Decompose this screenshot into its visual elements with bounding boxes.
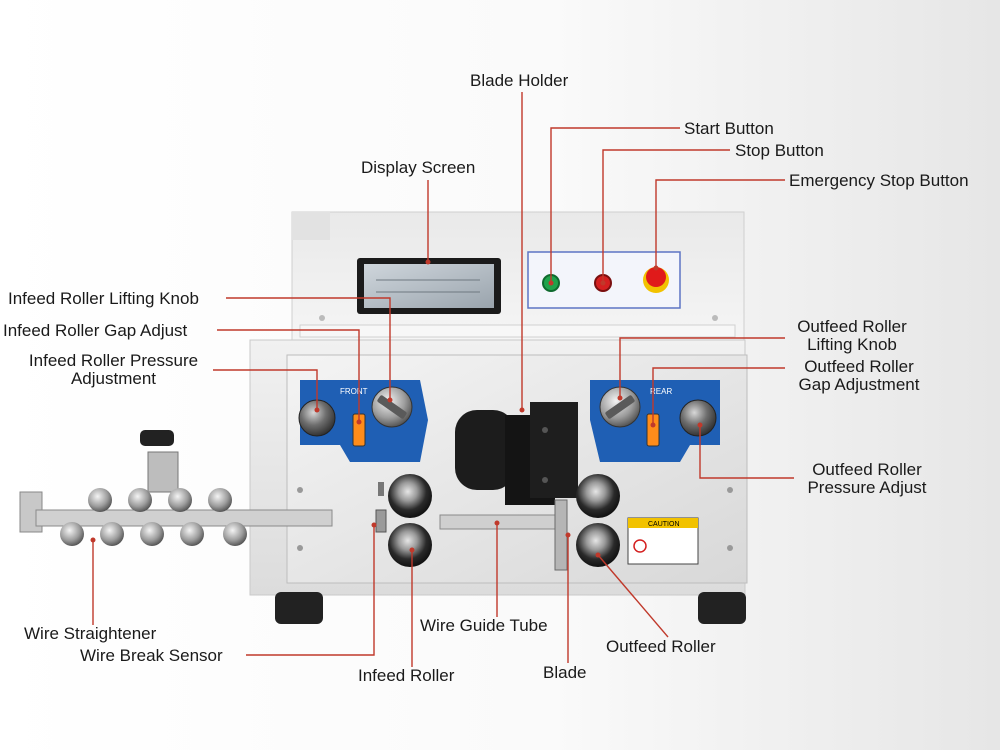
outfeed-pressure-knob[interactable] <box>679 399 717 437</box>
wire-straightener <box>19 430 333 546</box>
label-outfeed-lifting-line1: Outfeed Roller <box>797 317 907 336</box>
caution-label-text: CAUTION <box>648 521 680 528</box>
display-screen[interactable] <box>357 258 501 314</box>
emergency-stop-button[interactable] <box>643 267 669 293</box>
wire-guide-tube <box>439 514 561 530</box>
label-start-button: Start Button <box>684 119 774 138</box>
label-wire-break-sensor: Wire Break Sensor <box>80 646 223 665</box>
label-outfeed-gap-line2: Gap Adjustment <box>798 375 920 394</box>
label-wire-guide-tube: Wire Guide Tube <box>420 616 548 635</box>
blade-motor <box>455 410 515 490</box>
panel-label-front: FRONT <box>340 387 368 396</box>
blade <box>554 499 568 571</box>
label-outfeed-gap-line1: Outfeed Roller <box>804 357 914 376</box>
label-outfeed-lifting-line2: Lifting Knob <box>807 335 897 354</box>
label-display-screen: Display Screen <box>361 158 476 177</box>
label-outfeed-pressure-line2: Pressure Adjust <box>807 478 927 497</box>
label-infeed-roller-gap-adjust: Infeed Roller Gap Adjust <box>3 321 188 340</box>
caution-label: CAUTION <box>627 517 699 565</box>
outfeed-lifting-knob[interactable] <box>599 386 641 428</box>
label-infeed-pressure-line2: Adjustment <box>70 369 157 388</box>
label-infeed-roller-lifting-knob: Infeed Roller Lifting Knob <box>8 289 199 308</box>
panel-label-rear: REAR <box>650 387 672 396</box>
label-outfeed-roller-gap-adjustment: Outfeed Roller Gap Adjustment <box>788 358 930 394</box>
label-outfeed-roller: Outfeed Roller <box>606 637 716 656</box>
label-blade-holder: Blade Holder <box>470 71 569 90</box>
outfeed-rollers <box>576 474 620 567</box>
label-outfeed-roller-lifting-knob: Outfeed Roller Lifting Knob <box>788 318 916 354</box>
label-outfeed-roller-pressure-adjust: Outfeed Roller Pressure Adjust <box>796 461 938 497</box>
label-stop-button: Stop Button <box>735 141 824 160</box>
wire-break-sensor <box>375 482 387 533</box>
label-infeed-roller-pressure-adjustment: Infeed Roller Pressure Adjustment <box>16 352 211 388</box>
label-emergency-stop-button: Emergency Stop Button <box>789 171 969 190</box>
label-blade: Blade <box>543 663 587 682</box>
infeed-lifting-knob[interactable] <box>371 386 413 428</box>
blade-holder <box>505 402 578 505</box>
label-outfeed-pressure-line1: Outfeed Roller <box>812 460 922 479</box>
label-infeed-pressure-line1: Infeed Roller Pressure <box>28 351 199 370</box>
infeed-rollers <box>388 474 432 567</box>
label-wire-straightener: Wire Straightener <box>24 624 157 643</box>
callout-lines <box>90 92 794 667</box>
label-infeed-roller: Infeed Roller <box>358 666 455 685</box>
